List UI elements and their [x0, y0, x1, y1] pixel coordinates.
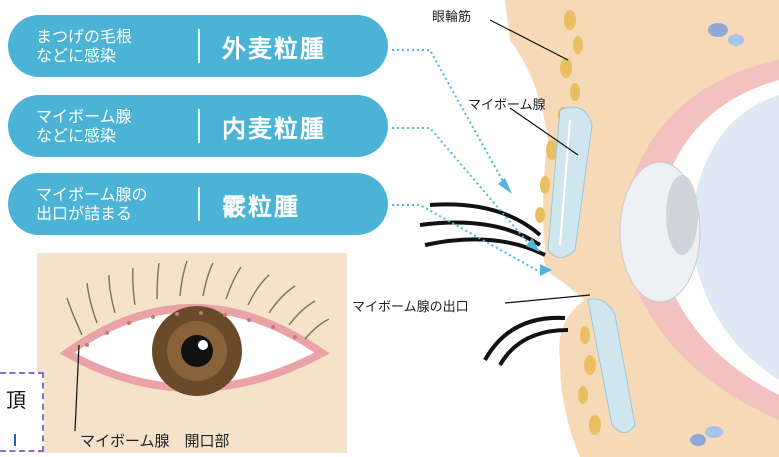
- cropped-fragment-box: 頂: [0, 372, 44, 452]
- pill-divider: [198, 187, 200, 221]
- pill-description: マイボーム腺 などに感染: [8, 107, 198, 145]
- pill-external-stye: まつげの毛根 などに感染 外麦粒腫: [8, 15, 388, 77]
- pill-chalazion: マイボーム腺の 出口が詰まる 霰粒腫: [8, 173, 388, 235]
- label-gland-exit: マイボーム腺の出口: [352, 296, 469, 315]
- lower-eyelashes: [485, 318, 568, 365]
- pill-divider: [198, 29, 200, 63]
- label-meibomian-gland: マイボーム腺: [468, 94, 546, 113]
- inset-front-eye: [37, 253, 347, 453]
- pill-condition-name: 外麦粒腫: [222, 29, 326, 64]
- pill-description: まつげの毛根 などに感染: [8, 27, 198, 65]
- pill-condition-name: 内麦粒腫: [222, 109, 326, 144]
- pill-description: マイボーム腺の 出口が詰まる: [8, 185, 198, 223]
- pill-condition-name: 霰粒腫: [222, 187, 300, 222]
- fragment-text: 頂: [6, 384, 26, 413]
- fragment-mark: [14, 434, 16, 446]
- upper-eyelashes: [420, 204, 545, 255]
- label-orbicularis: 眼輪筋: [432, 6, 471, 25]
- label-gland-opening: マイボーム腺 開口部: [80, 430, 230, 451]
- pill-internal-stye: マイボーム腺 などに感染 内麦粒腫: [8, 95, 388, 157]
- pill-divider: [198, 109, 200, 143]
